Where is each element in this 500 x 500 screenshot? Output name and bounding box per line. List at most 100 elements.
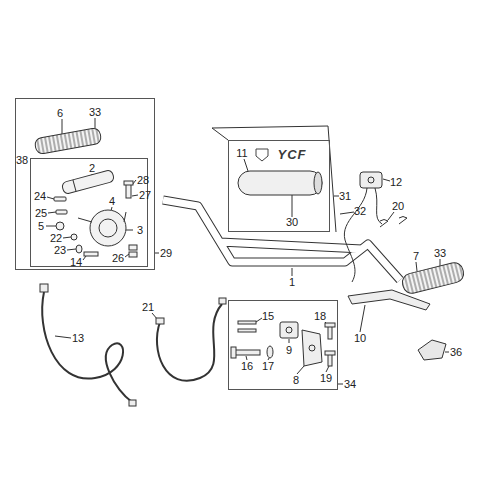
- lever-bracket-parts: [309, 345, 315, 351]
- right-grip: [401, 261, 466, 295]
- callout-number: 21: [141, 301, 155, 313]
- lever-bracket-parts: [328, 354, 332, 366]
- lever-bracket-parts: [328, 326, 332, 339]
- throttle-parts: [61, 169, 114, 194]
- lever-bracket-parts: [286, 327, 292, 333]
- leader-lines: [297, 366, 304, 374]
- callout-number: 10: [353, 332, 367, 344]
- leader-lines: [125, 254, 129, 257]
- callout-number: 19: [319, 372, 333, 384]
- lever-bracket-parts: [325, 323, 335, 327]
- right-grip: [401, 261, 466, 295]
- left-grip: [34, 127, 102, 154]
- callout-number: 20: [391, 200, 405, 212]
- lever-bracket-parts: [302, 330, 322, 366]
- kill-switch: [344, 188, 382, 282]
- kill-switch: [368, 177, 374, 183]
- leader-lines: [63, 237, 71, 238]
- leader-lines: [340, 212, 354, 214]
- callout-number: 9: [285, 344, 293, 356]
- leader-lines: [48, 212, 56, 213]
- leader-lines: [155, 253, 159, 254]
- callout-number: 22: [49, 232, 63, 244]
- lever-bracket-parts: [231, 321, 335, 366]
- leader-lines: [46, 226, 56, 227]
- bar-pad: [238, 149, 322, 195]
- callout-number: 11: [235, 147, 248, 159]
- lever-bracket-parts: [325, 351, 335, 355]
- callout-number: 1: [288, 276, 296, 288]
- leader-lines: [62, 119, 63, 135]
- callout-number: 8: [292, 374, 300, 386]
- cables: [157, 304, 222, 381]
- callout-number: 14: [69, 256, 83, 268]
- handlebar: [163, 200, 400, 280]
- cable-ends: [40, 284, 226, 406]
- kill-switch: [380, 217, 407, 228]
- callout-number: 26: [111, 252, 125, 264]
- leader-lines: [83, 256, 86, 260]
- throttle-parts: [73, 180, 76, 192]
- callout-number: 7: [412, 250, 420, 262]
- lever-bracket-parts: [231, 347, 236, 358]
- bar-pad: [314, 172, 322, 194]
- group-outline-31: [212, 126, 336, 232]
- callout-number: 12: [389, 176, 403, 188]
- cable-ends: [40, 284, 48, 292]
- callout-number: 27: [138, 189, 152, 201]
- left-grip: [34, 127, 102, 154]
- callout-number: 3: [136, 224, 144, 236]
- throttle-parts: [129, 252, 137, 257]
- callout-number: 6: [56, 107, 64, 119]
- group-box: 15181617981934: [228, 300, 338, 390]
- callout-number: 29: [159, 247, 173, 259]
- throttle-parts: [56, 222, 64, 230]
- callout-number: 16: [240, 360, 254, 372]
- callout-number: 33: [88, 106, 102, 118]
- throttle-parts: [78, 212, 126, 222]
- leader-lines: [292, 268, 293, 276]
- throttle-parts: [54, 169, 137, 257]
- leader-lines: [338, 384, 343, 385]
- throttle-parts: [99, 219, 117, 237]
- leader-lines: [326, 366, 329, 372]
- leader-lines: [388, 212, 394, 220]
- leader-lines: [268, 358, 269, 360]
- throttle-parts: [124, 181, 133, 185]
- throttle-parts: [84, 252, 98, 256]
- kill-switch: [360, 172, 382, 188]
- throttle-parts: [61, 169, 114, 194]
- callout-number: 17: [261, 360, 275, 372]
- lever-bracket-parts: [280, 322, 298, 338]
- cables: [42, 292, 222, 402]
- leader-lines: [47, 197, 54, 199]
- handlebar: [163, 200, 400, 280]
- leader-lines: [289, 339, 290, 343]
- leader-lines: [126, 230, 133, 231]
- cables: [42, 292, 132, 402]
- throttle-parts: [129, 245, 137, 250]
- callout-number: 38: [15, 154, 29, 166]
- throttle-parts: [56, 210, 67, 214]
- group-box: 3822827244255322231426: [30, 158, 148, 267]
- handlebar: [163, 200, 400, 280]
- callout-number: 32: [353, 205, 367, 217]
- kill-switch: [344, 172, 407, 282]
- throttle-parts: [54, 197, 66, 201]
- leader-lines: [246, 356, 247, 360]
- callout-number: 5: [37, 220, 45, 232]
- cable-ends: [156, 318, 164, 324]
- callout-number: 4: [108, 195, 116, 207]
- throttle-parts: [90, 210, 126, 246]
- leader-lines: [292, 195, 293, 217]
- leader-lines: [383, 179, 390, 181]
- throttle-parts: [71, 234, 77, 240]
- clutch-lever: [348, 290, 430, 310]
- leader-lines: [55, 336, 71, 338]
- leader-lines: [244, 159, 248, 171]
- callout-number: 25: [34, 207, 48, 219]
- throttle-parts: [76, 245, 82, 253]
- callout-number: 28: [136, 174, 150, 186]
